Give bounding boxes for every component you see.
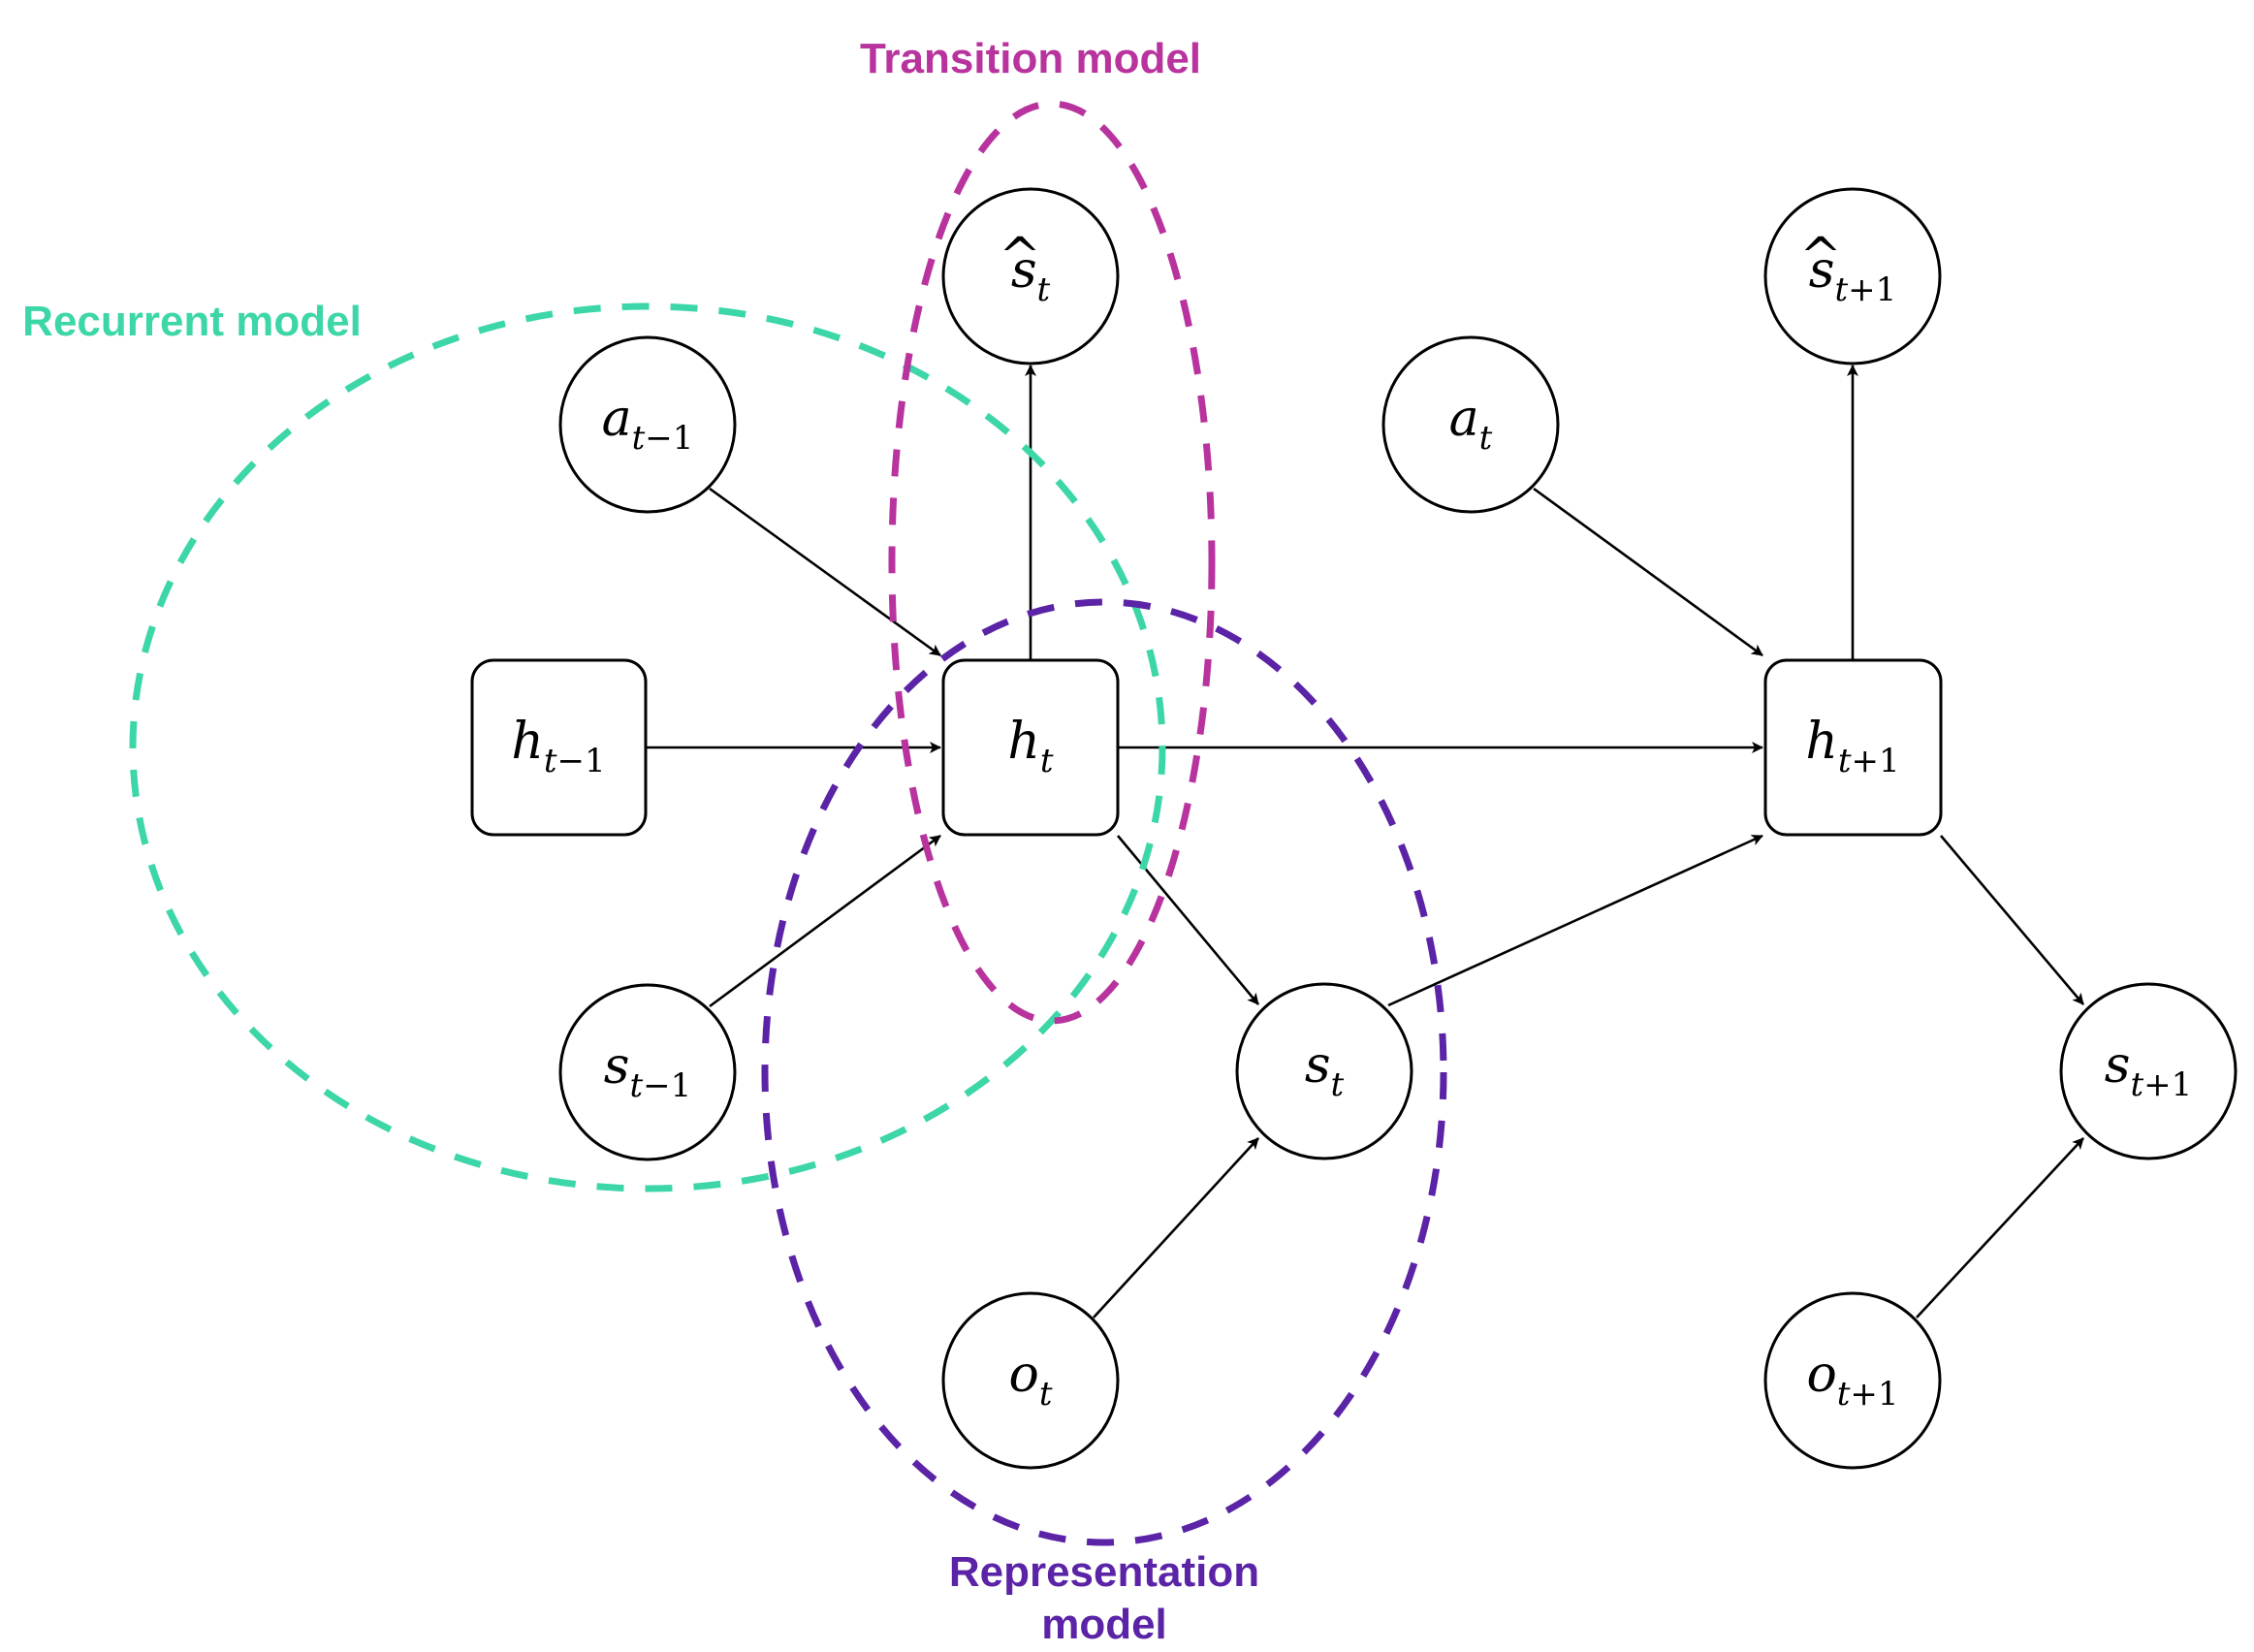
edge-o-next-to-s-next [1916,1137,2084,1318]
representation-model-label-line1: Representation [949,1548,1259,1596]
nodes [470,187,2238,1470]
node-s-next-circle [2059,982,2238,1160]
label-h-next: ht+1 [1805,713,1899,780]
transition-model-region [888,100,1216,1025]
edge-a-t-to-h-next [1533,487,1763,657]
node-s-t-circle [1235,982,1413,1160]
edge-h-t-to-s-t [1117,835,1259,1005]
edge-a-prev-to-h-t [709,487,941,657]
edge-h-next-to-s-next [1940,835,2084,1005]
node-h-t-box [941,658,1120,837]
label-a-t: at [1449,390,1493,458]
edge-s-prev-to-h-t [709,834,941,1008]
label-s-prev: st−1 [604,1037,691,1105]
hat-shat-t: ^ [999,228,1041,286]
node-s-prev-circle [558,983,737,1161]
edge-o-t-to-s-t [1093,1137,1259,1318]
node-shat-next-circle [1763,187,1942,365]
label-s-t: st [1305,1036,1345,1104]
node-h-prev-box [470,658,648,837]
hat-shat-next: ^ [1799,228,1842,286]
node-a-t-circle [1381,335,1560,514]
label-shat-t: st [1011,241,1051,309]
recurrent-model-region [129,302,1166,1192]
recurrent-model-label: Recurrent model [22,298,362,345]
node-o-t-circle [941,1291,1120,1470]
label-o-t: ot [1009,1346,1053,1414]
node-shat-t-circle [941,187,1120,365]
transition-model-label: Transition model [860,35,1201,82]
label-shat-next: st+1 [1809,241,1896,309]
regions [129,100,1447,1546]
region-labels: Transition model Recurrent model Represe… [22,35,1259,1648]
representation-model-region [761,598,1447,1546]
node-labels: ht−1 ht ht+1 at−1 at st−1 st st+1 ot ot+… [511,228,2192,1414]
label-h-t: ht [1007,713,1054,780]
edge-s-t-to-h-next [1387,834,1763,1007]
label-a-prev: at−1 [602,390,694,458]
node-o-next-circle [1763,1291,1942,1470]
label-o-next: ot+1 [1806,1346,1898,1414]
node-h-next-box [1763,658,1943,837]
label-h-prev: ht−1 [511,713,605,780]
representation-model-label-line2: model [1041,1601,1167,1648]
label-s-next: st+1 [2105,1036,2192,1104]
node-a-prev-circle [558,335,737,514]
edges [646,365,2084,1318]
